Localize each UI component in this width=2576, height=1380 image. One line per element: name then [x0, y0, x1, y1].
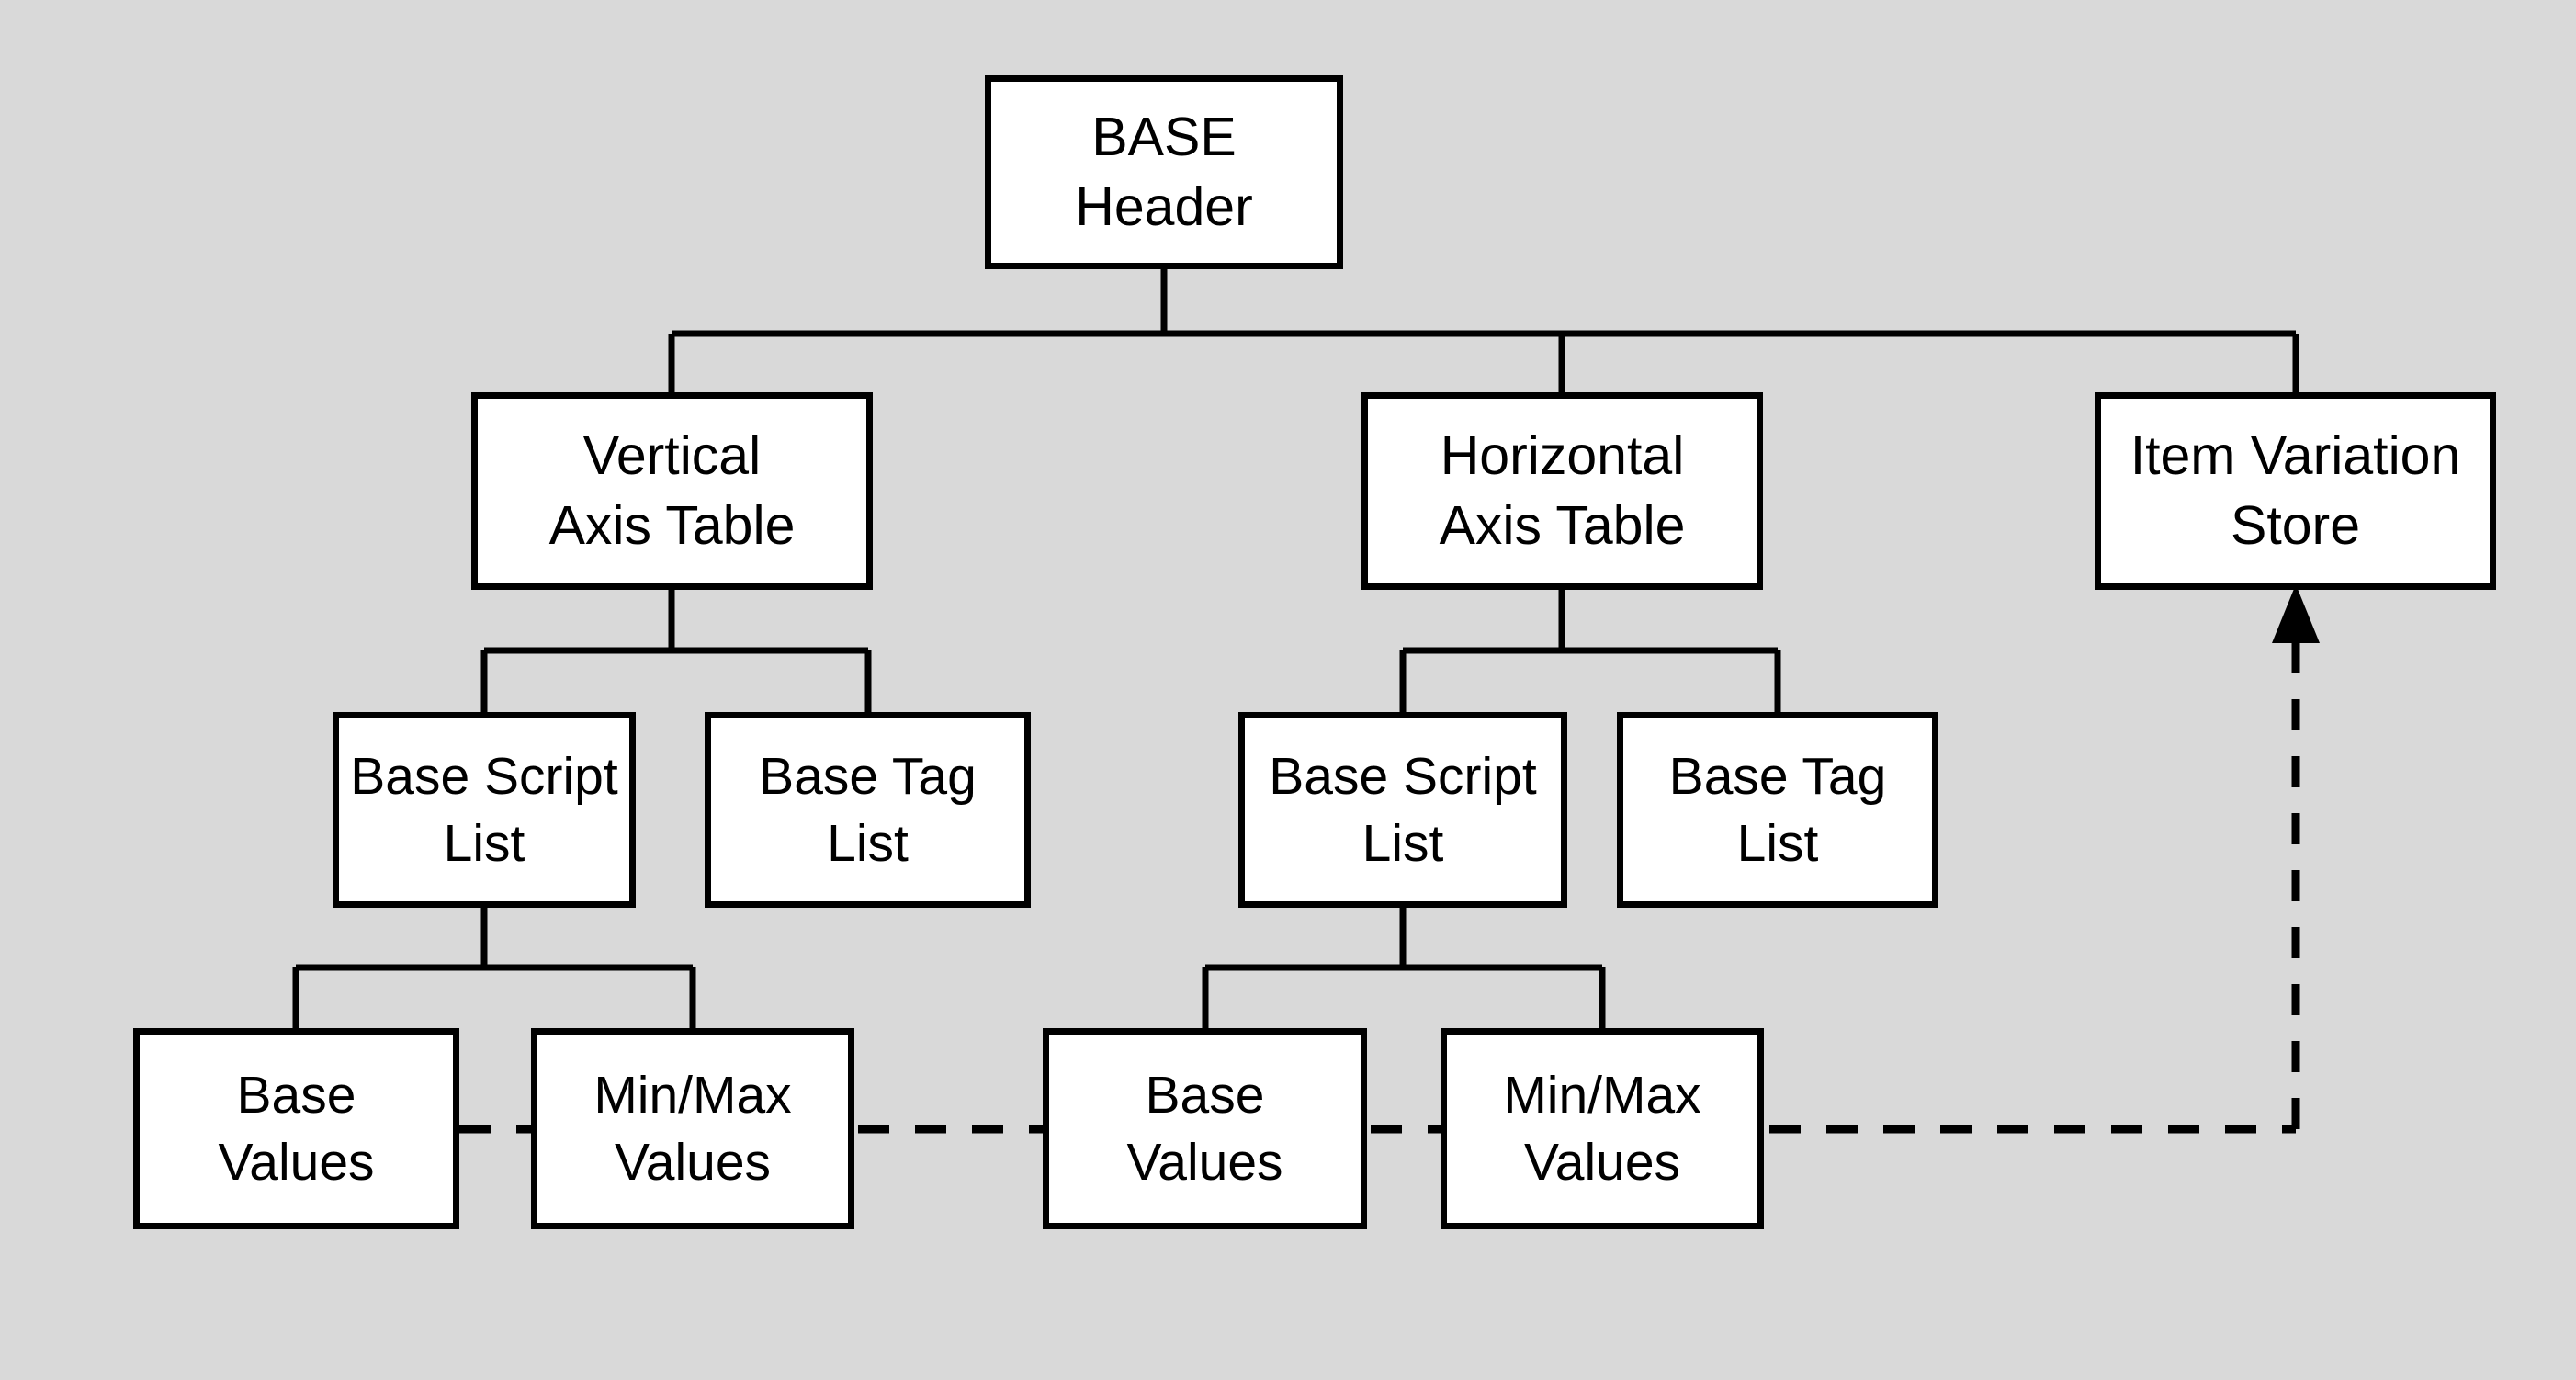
node-label-line: Base [236, 1065, 356, 1125]
node-label-line: Axis Table [548, 494, 796, 556]
node-label-line: Store [2230, 494, 2361, 556]
node-label-line: List [1736, 813, 1819, 873]
node-label-line: List [827, 813, 909, 873]
node-label-line: Values [1523, 1132, 1681, 1192]
node-label-line: Values [614, 1132, 772, 1192]
node-label-line: Vertical [582, 424, 762, 486]
node-item-variation-store[interactable]: Item Variation Store [2095, 392, 2496, 590]
node-label-line: Header [1075, 175, 1253, 237]
node-label-line: Horizontal [1440, 424, 1685, 486]
node-horizontal-base-script-list[interactable]: Base Script List [1238, 712, 1567, 908]
node-label-line: Min/Max [593, 1065, 792, 1125]
node-label-line: Base [1145, 1065, 1265, 1125]
node-vertical-base-values[interactable]: Base Values [133, 1028, 459, 1229]
edge-vertical-script-to-values [292, 908, 696, 1028]
node-label-line: Item Variation [2130, 424, 2461, 486]
node-vertical-base-script-list[interactable]: Base Script List [333, 712, 636, 908]
node-label-line: Base Script [1269, 746, 1537, 806]
node-label-line: Base Tag [1668, 746, 1887, 806]
node-horizontal-min-max-values[interactable]: Min/Max Values [1441, 1028, 1764, 1229]
node-vertical-min-max-values[interactable]: Min/Max Values [531, 1028, 854, 1229]
node-vertical-axis-table[interactable]: Vertical Axis Table [471, 392, 873, 590]
node-label-line: BASE [1091, 106, 1237, 167]
node-label-line: Base Script [350, 746, 618, 806]
node-label-line: List [1361, 813, 1444, 873]
node-base-header[interactable]: BASE Header [985, 75, 1343, 269]
node-label-line: List [443, 813, 525, 873]
node-label-line: Min/Max [1503, 1065, 1701, 1125]
node-horizontal-axis-table[interactable]: Horizontal Axis Table [1361, 392, 1763, 590]
edge-base-header-to-children [668, 269, 2299, 392]
node-label-line: Axis Table [1439, 494, 1686, 556]
edge-horizontal-script-to-values [1202, 908, 1606, 1028]
node-label-line: Values [1126, 1132, 1283, 1192]
node-label-line: Base Tag [759, 746, 977, 806]
edge-vertical-axis-to-children [480, 590, 872, 712]
node-horizontal-base-values[interactable]: Base Values [1043, 1028, 1367, 1229]
node-vertical-base-tag-list[interactable]: Base Tag List [705, 712, 1031, 908]
node-label-line: Values [218, 1132, 375, 1192]
node-horizontal-base-tag-list[interactable]: Base Tag List [1617, 712, 1938, 908]
edge-horizontal-axis-to-children [1399, 590, 1781, 712]
arrowhead-icon [2272, 584, 2320, 643]
